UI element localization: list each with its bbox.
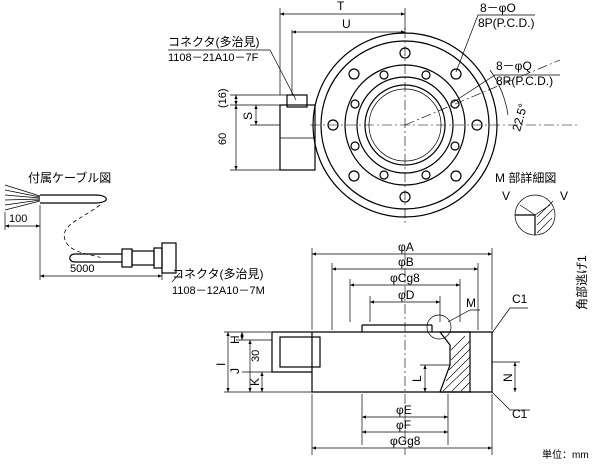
dim-u: U xyxy=(342,17,351,31)
hole-q-label: 8－φQ xyxy=(496,59,532,73)
m-detail-title: M 部詳細図 xyxy=(495,170,556,185)
dia-f-label: φF xyxy=(396,418,411,432)
dia-g-label: φGg8 xyxy=(390,434,421,448)
dia-c-label: φCg8 xyxy=(390,271,420,285)
cable-diagram xyxy=(4,184,181,283)
section-view xyxy=(224,248,530,455)
v-right-label: V xyxy=(560,189,568,203)
dim-16: (16) xyxy=(217,88,229,108)
dim-h: H xyxy=(228,335,242,344)
m-detail xyxy=(514,194,556,236)
connector-bottom-part: 1108－12A10－7M xyxy=(172,285,265,297)
dia-a-label: φA xyxy=(398,240,414,254)
connector-top-part: 1108－21A10－7F xyxy=(168,52,259,64)
dim-i: I xyxy=(214,363,228,366)
dim-30: 30 xyxy=(250,350,262,362)
dia-d-label: φD xyxy=(398,288,415,302)
dim-j: J xyxy=(228,368,242,374)
labels: コネクタ(多治見) 1108－21A10－7F T U (16) S 60 8－… xyxy=(9,0,589,461)
top-view xyxy=(168,8,580,225)
cable-5000: 5000 xyxy=(70,263,94,275)
unit-label: 単位：mm xyxy=(542,448,589,461)
pcd-p-label: 8P(P.C.D.) xyxy=(478,16,534,30)
dia-e-label: φE xyxy=(396,403,412,417)
cable-title: 付属ケーブル図 xyxy=(28,170,111,185)
pcd-r-label: 8R(P.C.D.) xyxy=(496,74,553,88)
dim-t: T xyxy=(337,0,345,13)
outer-bolt-holes xyxy=(327,47,483,203)
dim-k: K xyxy=(248,378,262,386)
inner-bolt-holes xyxy=(350,70,460,180)
dim-60: 60 xyxy=(217,133,229,145)
v-left-label: V xyxy=(502,189,510,203)
dia-b-label: φB xyxy=(398,255,414,269)
dim-n: N xyxy=(501,373,515,382)
c1-top-label: C1 xyxy=(512,292,528,306)
cable-100: 100 xyxy=(9,213,27,225)
connector-top-label: コネクタ(多治見) xyxy=(168,35,260,49)
dim-s: S xyxy=(241,112,255,120)
hole-o-label: 8－φO xyxy=(480,1,516,15)
mark-m-label: M xyxy=(466,296,476,310)
chamfer-label: 角部逃げ1 xyxy=(574,255,589,310)
dim-l: L xyxy=(410,375,424,382)
angle-label: 22.5° xyxy=(509,102,530,133)
connector-bottom-label: コネクタ(多治見) xyxy=(172,267,264,281)
c1-bottom-label: C1 xyxy=(512,407,528,421)
